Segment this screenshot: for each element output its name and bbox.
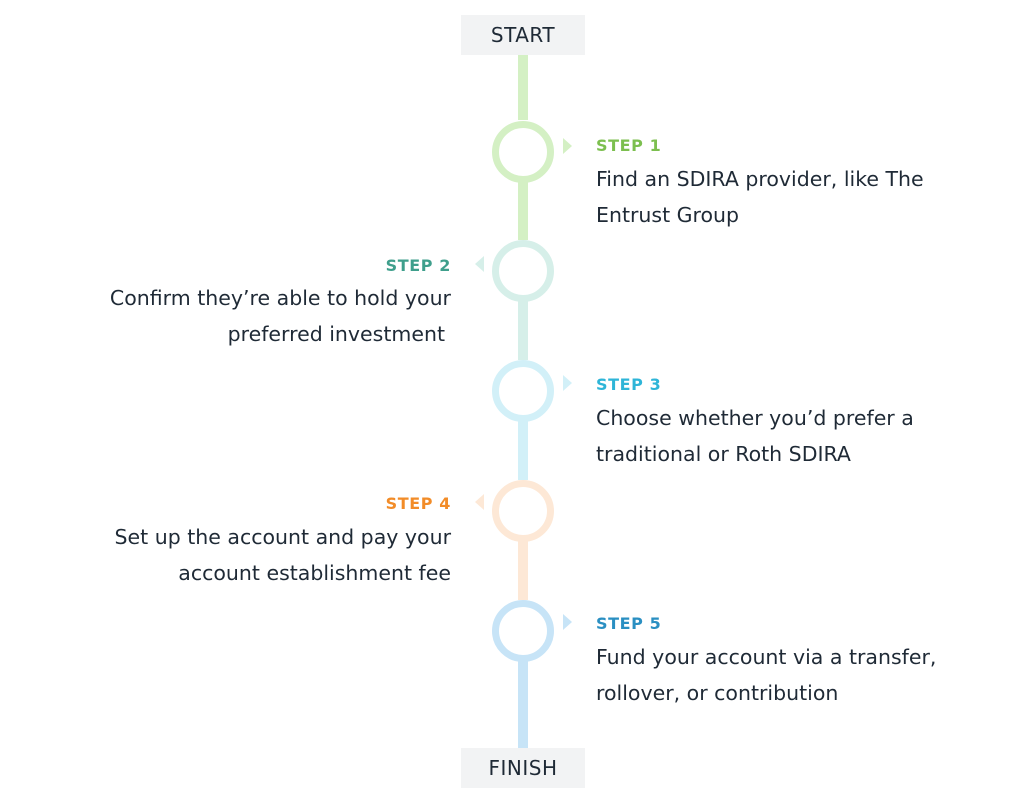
step-1-label: STEP 1 bbox=[596, 136, 662, 155]
step-4-text-line-1: Set up the account and pay your bbox=[114, 525, 451, 549]
step-3-pointer-icon bbox=[563, 375, 572, 391]
step-3-node bbox=[492, 360, 554, 422]
step-2-text-line-2: preferred investment bbox=[227, 322, 445, 346]
step-3-description: Choose whether you’d prefer a traditiona… bbox=[596, 400, 996, 472]
step-1-text-line-2: Entrust Group bbox=[596, 203, 740, 227]
step-1-node bbox=[492, 121, 554, 183]
step-2-label: STEP 2 bbox=[385, 256, 451, 275]
step-5-description: Fund your account via a transfer, rollov… bbox=[596, 639, 996, 711]
timeline-segment-6 bbox=[518, 648, 528, 748]
finish-label: FINISH bbox=[461, 748, 585, 788]
step-4-label: STEP 4 bbox=[385, 494, 451, 513]
timeline-segment-2 bbox=[518, 170, 528, 240]
step-4-description: Set up the account and pay your account … bbox=[31, 519, 451, 591]
step-1-text-line-1: Find an SDIRA provider, like The bbox=[596, 167, 924, 191]
timeline-segment-1 bbox=[518, 55, 528, 120]
step-2-node bbox=[492, 240, 554, 302]
timeline-segment-3 bbox=[518, 288, 528, 360]
step-5-label: STEP 5 bbox=[596, 614, 662, 633]
start-label: START bbox=[461, 15, 585, 55]
step-5-pointer-icon bbox=[563, 614, 572, 630]
step-1-pointer-icon bbox=[563, 138, 572, 154]
step-3-text-line-2: traditional or Roth SDIRA bbox=[596, 442, 851, 466]
step-2-pointer-icon bbox=[475, 256, 484, 272]
step-3-text-line-1: Choose whether you’d prefer a bbox=[596, 406, 914, 430]
step-4-text-line-2: account establishment fee bbox=[178, 561, 451, 585]
step-3-label: STEP 3 bbox=[596, 375, 662, 394]
step-4-pointer-icon bbox=[475, 494, 484, 510]
step-5-text-line-1: Fund your account via a transfer, bbox=[596, 645, 937, 669]
timeline-segment-5 bbox=[518, 528, 528, 600]
step-1-description: Find an SDIRA provider, like The Entrust… bbox=[596, 161, 996, 233]
step-2-description: Confirm they’re able to hold your prefer… bbox=[31, 280, 451, 352]
timeline-segment-4 bbox=[518, 408, 528, 480]
step-2-text-line-1: Confirm they’re able to hold your bbox=[109, 286, 451, 310]
step-5-node bbox=[492, 600, 554, 662]
step-4-node bbox=[492, 480, 554, 542]
step-5-text-line-2: rollover, or contribution bbox=[596, 681, 839, 705]
